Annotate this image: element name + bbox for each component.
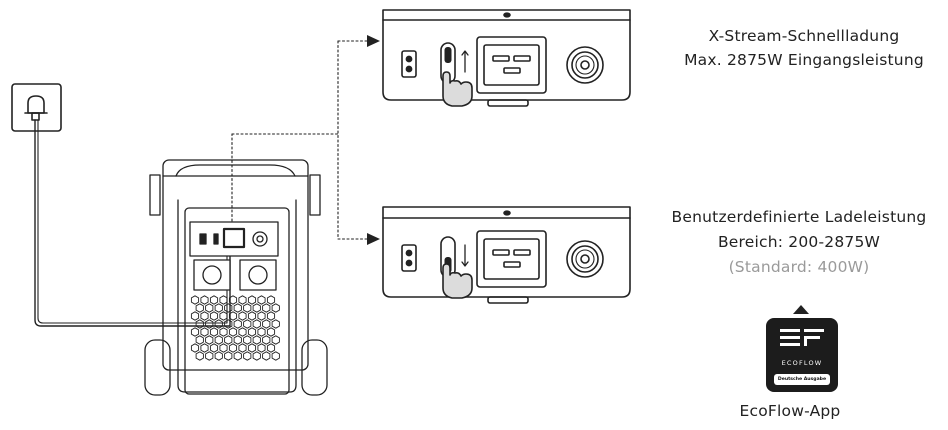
arrow-top-icon (367, 35, 380, 47)
power-station-icon (144, 159, 328, 396)
vent-hex (271, 303, 280, 313)
vent-hex (205, 335, 214, 345)
vent-hex (243, 351, 252, 361)
arrow-bottom-icon (367, 233, 380, 245)
ac-input-panel-top (382, 9, 631, 107)
app-name-label: EcoFlow-App (739, 402, 841, 420)
vent-hex (257, 327, 266, 337)
custom-range: Bereich: 200-2875W (717, 233, 881, 251)
custom-default: (Standard: 400W) (728, 258, 870, 276)
vent-hex (214, 319, 223, 329)
vent-hex (257, 311, 266, 321)
vent-hex (243, 335, 252, 345)
vent-hex (257, 295, 266, 305)
vent-hex (190, 343, 200, 353)
vent-hex (224, 303, 233, 313)
ecoflow-app-icon: ECOFLOW Deutsche Ausgabe (766, 318, 838, 392)
wall-outlet-icon (11, 83, 62, 132)
vent-hex (195, 319, 204, 329)
vent-hex (200, 327, 209, 337)
vent-hex (200, 311, 209, 321)
vent-hex (266, 327, 276, 337)
vent-hex (200, 295, 209, 305)
xstream-label: X-Stream-Schnellladung Max. 2875W Eingan… (660, 24, 948, 72)
vent-hex (262, 351, 271, 361)
triangle-up-icon (793, 305, 809, 314)
vent-hex (266, 295, 276, 305)
vent-hex (195, 351, 204, 361)
vent-hex (252, 303, 261, 313)
vent-hex (266, 311, 276, 321)
vent-hex (252, 335, 261, 345)
station-vent-grid (190, 295, 280, 361)
vent-hex (224, 335, 233, 345)
vent-hex (233, 335, 242, 345)
custom-title: Benutzerdefinierte Ladeleistung (671, 208, 927, 226)
vent-hex (219, 327, 228, 337)
vent-hex (190, 327, 200, 337)
vent-hex (271, 351, 280, 361)
vent-hex (214, 351, 223, 361)
vent-hex (233, 319, 242, 329)
vent-hex (247, 343, 257, 353)
power-cable (34, 119, 231, 327)
vent-hex (243, 303, 252, 313)
vent-hex (262, 319, 271, 329)
vent-hex (205, 303, 214, 313)
vent-hex (209, 343, 219, 353)
vent-hex (214, 303, 223, 313)
vent-hex (214, 335, 223, 345)
edition-badge: Deutsche Ausgabe (774, 374, 830, 385)
vent-hex (252, 351, 261, 361)
connector-lines (231, 40, 369, 240)
vent-hex (233, 303, 242, 313)
vent-hex (228, 295, 238, 305)
vent-hex (200, 343, 209, 353)
vent-hex (252, 319, 261, 329)
vent-hex (224, 351, 233, 361)
vent-hex (219, 311, 228, 321)
pointing-hand-icon (442, 71, 473, 107)
vent-hex (247, 311, 257, 321)
vent-hex (209, 327, 219, 337)
vent-hex (243, 319, 252, 329)
vent-hex (228, 311, 238, 321)
vent-hex (190, 295, 200, 305)
vent-hex (238, 311, 247, 321)
vent-hex (195, 303, 204, 313)
vent-hex (247, 327, 257, 337)
vent-hex (209, 295, 219, 305)
vent-hex (238, 343, 247, 353)
vent-hex (195, 335, 204, 345)
xstream-max-power: Max. 2875W Eingangsleistung (684, 51, 924, 69)
pointing-hand-icon (442, 263, 473, 299)
xstream-title: X-Stream-Schnellladung (708, 27, 900, 45)
custom-power-label: Benutzerdefinierte Ladeleistung Bereich:… (650, 205, 948, 280)
vent-hex (228, 327, 238, 337)
vent-hex (224, 319, 233, 329)
vent-hex (233, 351, 242, 361)
vent-hex (247, 295, 257, 305)
ef-logo-icon (780, 329, 824, 346)
vent-hex (190, 311, 200, 321)
vent-hex (262, 303, 271, 313)
ecoflow-wordmark: ECOFLOW (781, 359, 823, 367)
vent-hex (271, 319, 280, 329)
vent-hex (271, 335, 280, 345)
vent-hex (257, 343, 266, 353)
vent-hex (219, 295, 228, 305)
vent-hex (238, 295, 247, 305)
vent-hex (238, 327, 247, 337)
vent-hex (266, 343, 276, 353)
vent-hex (205, 319, 214, 329)
vent-hex (205, 351, 214, 361)
ac-input-panel-bottom (382, 206, 631, 304)
vent-hex (228, 343, 238, 353)
vent-hex (209, 311, 219, 321)
vent-hex (262, 335, 271, 345)
vent-hex (219, 343, 228, 353)
